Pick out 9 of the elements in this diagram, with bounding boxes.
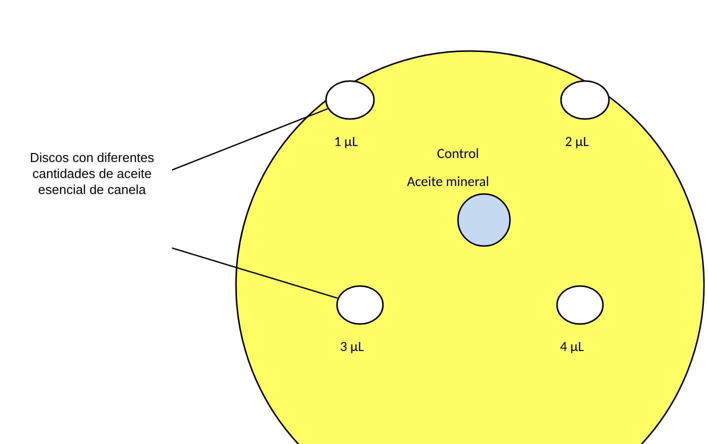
disc-label: 3 μL (340, 338, 364, 355)
disc-label: 1 μL (334, 133, 358, 150)
disc-label: 4 μL (560, 338, 584, 355)
leader-line (172, 108, 328, 171)
disc-label: Control (437, 145, 480, 162)
leader-line (172, 247, 338, 299)
disc-label: Aceite mineral (407, 173, 490, 190)
annotation-text: Discos con diferentes cantidades de aceite esencial de canela (28, 150, 156, 198)
disc-label: 2 μL (565, 133, 589, 150)
